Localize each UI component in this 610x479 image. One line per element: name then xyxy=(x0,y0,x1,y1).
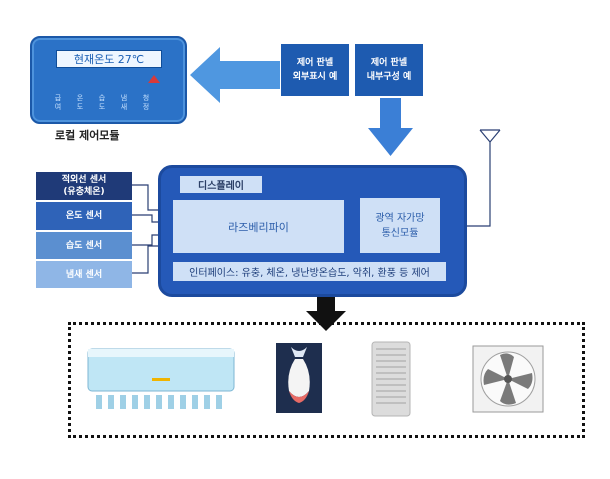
temperature-display: 현재온도 27℃ xyxy=(56,50,162,68)
comm-module-box: 광역 자가망 통신모듈 xyxy=(360,198,440,253)
humidity-sensor: 습도 센서 xyxy=(36,232,132,259)
device-group xyxy=(68,322,585,438)
temperature-sensor: 온도 센서 xyxy=(36,202,132,230)
black-down-arrow-icon xyxy=(306,297,346,331)
local-panel-caption: 로컬 제어모듈 xyxy=(55,129,120,142)
interface-bar: 인터페이스: 유충, 체온, 냉난방온습도, 악취, 환풍 등 제어 xyxy=(173,262,446,281)
down-arrow-icon xyxy=(368,98,413,156)
external-display-label: 제어 판넬 외부표시 예 xyxy=(281,44,349,96)
humidifier-icon xyxy=(276,343,322,413)
left-arrow-icon xyxy=(190,47,280,103)
ventilation-fan-icon xyxy=(472,345,544,413)
infrared-sensor: 적외선 센서 (유충체온) xyxy=(36,172,132,200)
smell-sensor: 냄새 센서 xyxy=(36,261,132,288)
internal-config-label: 제어 판넬 내부구성 예 xyxy=(355,44,423,96)
display-label: 디스플레이 xyxy=(180,176,262,193)
air-conditioner-icon xyxy=(87,348,235,409)
raspberry-pi-box: 라즈베리파이 xyxy=(173,200,344,253)
air-purifier-icon xyxy=(371,341,411,417)
up-arrow-icon[interactable] xyxy=(148,75,160,83)
